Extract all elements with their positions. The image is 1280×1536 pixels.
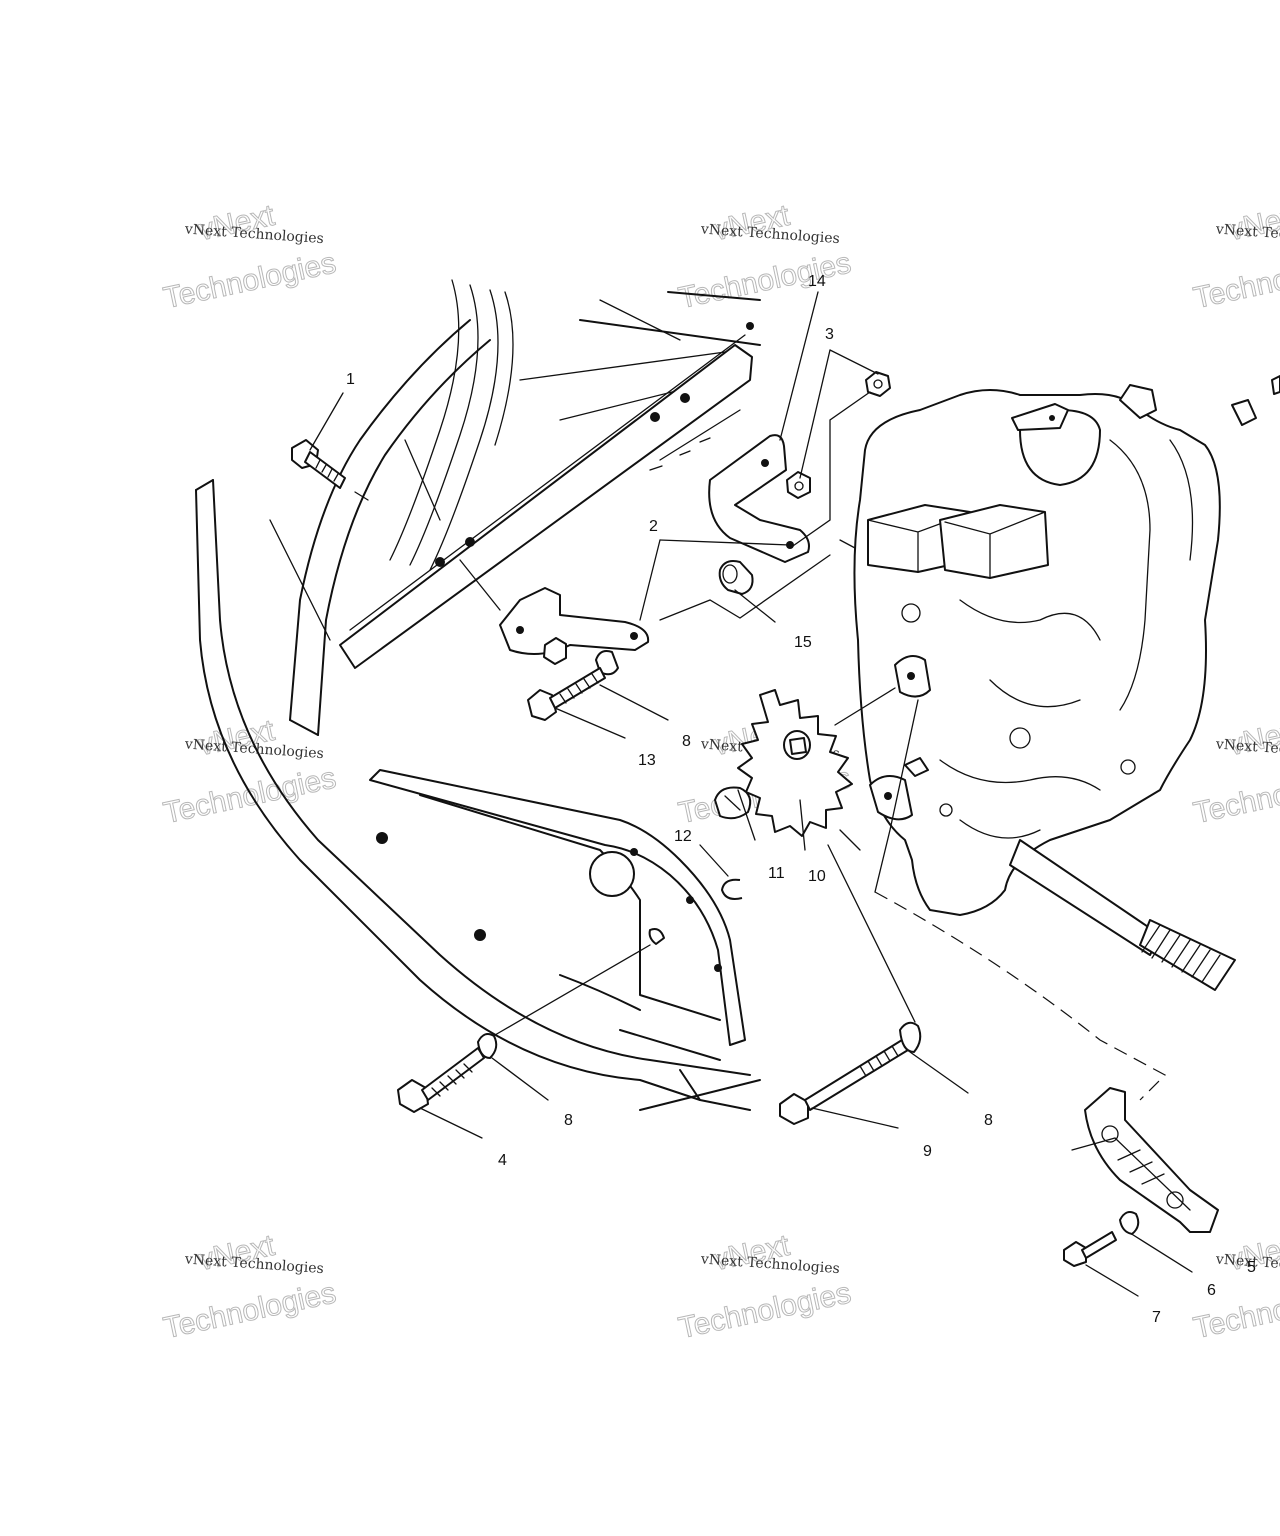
sprocket-part-10 [737, 689, 853, 837]
watermark-bottom-center: vNext Technologies vNext Technologies [675, 1228, 854, 1345]
clamp-part-5 [1084, 1087, 1219, 1233]
callout-14: 14 [808, 273, 826, 290]
watermark-big-2b: Technologies [676, 246, 854, 315]
callout-8-lower-right: 8 [984, 1112, 993, 1129]
rail-hole-a [376, 832, 388, 844]
callout-15: 15 [794, 634, 812, 651]
watermark-top-left: vNext Technologies vNext Technologies [160, 198, 339, 315]
callout-4: 4 [498, 1152, 507, 1169]
watermark-top-right: vNext Technologies vNext Technologies [1190, 198, 1280, 315]
watermark-big-8b: Technologies [676, 1276, 854, 1345]
callout-13: 13 [638, 752, 656, 769]
watermark-big-1b: Technologies [161, 246, 339, 315]
washer-part-11 [714, 786, 752, 820]
frame-hole-a [435, 557, 445, 567]
bracket-part-14 [708, 434, 810, 563]
watermark-bottom-left: vNext Technologies vNext Technologies [160, 1228, 339, 1345]
frame-hole-d [680, 393, 690, 403]
frame-hole-b [465, 537, 475, 547]
watermark-big-7b: Technologies [161, 1276, 339, 1345]
callout-labels: 1 2 3 4 5 6 7 8 8 8 9 10 11 12 13 14 15 [346, 273, 1256, 1326]
callout-1: 1 [346, 371, 355, 388]
plate-hole-a [630, 848, 638, 856]
callout-9: 9 [923, 1143, 932, 1160]
callout-2: 2 [649, 518, 658, 535]
rail-hole-b [474, 929, 486, 941]
watermark-big-4b: Technologies [161, 761, 339, 830]
nut-part-3 [786, 371, 891, 499]
bolt-part-4 [397, 928, 665, 1113]
frame-hole-c [650, 412, 660, 422]
chassis-frame [195, 279, 761, 1111]
watermark-big-6b: Technologies [1191, 761, 1280, 830]
watermark-mid-right: vNext Technologies vNext Technologies [1190, 713, 1280, 830]
callout-11: 11 [768, 865, 785, 882]
callout-6: 6 [1207, 1282, 1216, 1299]
bracket-part-2 [499, 587, 650, 676]
frame-hole-e [746, 322, 754, 330]
callout-8-upper: 8 [682, 733, 691, 750]
bolt-part-13 [527, 667, 606, 721]
callout-10: 10 [808, 868, 826, 885]
callout-3: 3 [825, 326, 834, 343]
leader-lines [309, 291, 1193, 1297]
callout-5: 5 [1247, 1259, 1256, 1276]
washer-part-6 [1119, 1211, 1140, 1235]
callout-8-lower-left: 8 [564, 1112, 573, 1129]
plate-hole-b [686, 896, 694, 904]
bolt-part-1 [291, 439, 346, 489]
spacer-part-15 [718, 560, 754, 595]
bolt-part-9 [779, 1021, 922, 1125]
callout-12: 12 [674, 828, 692, 845]
watermark-big-3b: Technologies [1191, 246, 1280, 315]
bolt-part-7 [1063, 1231, 1117, 1267]
clip-part-12 [721, 878, 743, 900]
watermark-bottom-right: vNext Technologies vNext Technologies [1190, 1228, 1280, 1345]
gearcase [853, 375, 1280, 991]
watermark-top-center: vNext Technologies vNext Technologies [675, 198, 854, 315]
watermark-big-9b: Technologies [1191, 1276, 1280, 1345]
plate-hole-c [714, 964, 722, 972]
callout-7: 7 [1152, 1309, 1161, 1326]
plate-large-hole [589, 851, 635, 897]
